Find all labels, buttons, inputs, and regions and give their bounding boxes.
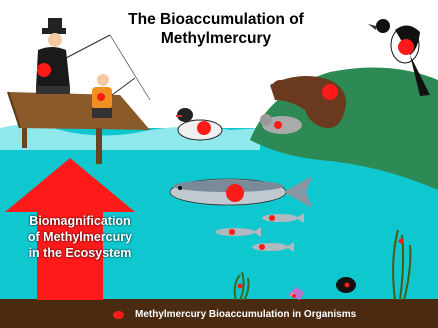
mercury-dot — [345, 283, 350, 288]
mercury-dot — [238, 284, 243, 289]
dock-post — [96, 128, 102, 164]
mercury-dot — [37, 63, 51, 77]
arrow-label-line-3: in the Ecosystem — [5, 245, 155, 261]
title-line-2: Methylmercury — [105, 29, 327, 48]
mercury-dot — [97, 93, 105, 101]
arrow-label-line-2: of Methylmercury — [5, 229, 155, 245]
legend-mercury-dot — [113, 311, 124, 319]
arrow-label-line-1: Biomagnification — [5, 213, 155, 229]
mercury-dot — [292, 294, 296, 298]
mercury-dot — [398, 39, 414, 55]
mercury-dot — [197, 121, 211, 135]
arrow-label: Biomagnification of Methylmercury in the… — [5, 213, 155, 261]
legend-text: Methylmercury Bioaccumulation in Organis… — [135, 309, 356, 321]
mercury-dot — [274, 121, 282, 129]
mercury-dot — [322, 84, 338, 100]
mercury-dot — [226, 184, 244, 202]
mercury-dot — [229, 229, 235, 235]
title-line-1: The Bioaccumulation of — [105, 10, 327, 29]
mercury-dot — [399, 239, 404, 244]
diagram-title: The Bioaccumulation of Methylmercury — [105, 10, 327, 48]
dock-post — [22, 128, 27, 148]
mercury-dot — [259, 244, 265, 250]
mercury-dot — [269, 215, 275, 221]
